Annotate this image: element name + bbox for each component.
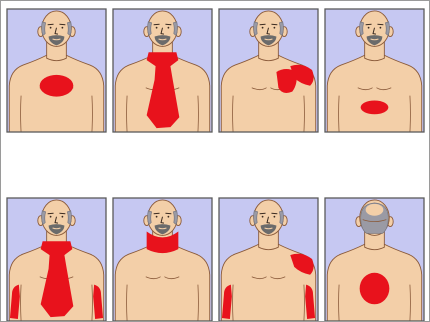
panel-upper-abdomen [325, 9, 424, 132]
panel-neck-chest-both-arms [7, 198, 106, 321]
panel-left-shoulder-chest [219, 9, 318, 132]
panel-throat-to-chest [113, 9, 212, 132]
pain-area-upper-back [360, 273, 390, 304]
panel-jaw-neck [113, 198, 212, 321]
pain-area-center-chest [40, 75, 74, 97]
panel-upper-back [325, 198, 424, 321]
panel-chest-center [7, 9, 106, 132]
pain-area-upper-abdomen [361, 101, 389, 115]
panel-left-shoulder-arms [219, 198, 318, 321]
